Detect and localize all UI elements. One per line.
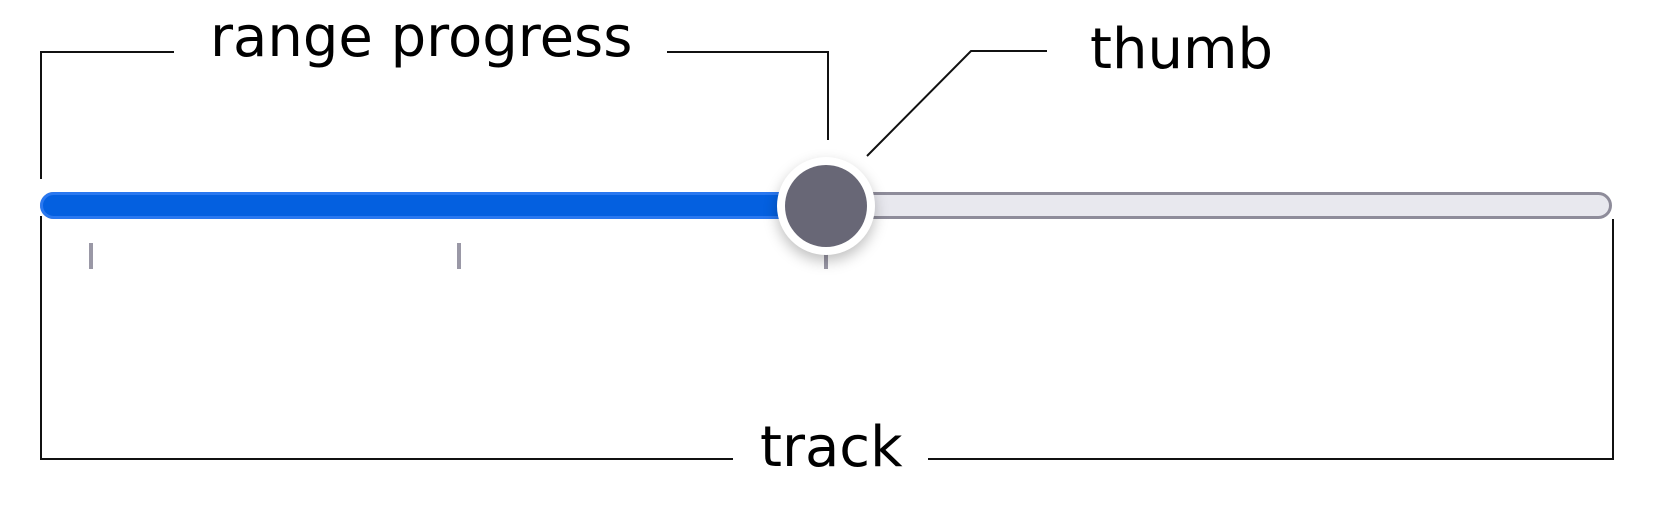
- track-bracket-left: [40, 216, 42, 459]
- slider-range-progress: [40, 192, 836, 219]
- slider-tick: [457, 243, 461, 269]
- slider-tick: [89, 243, 93, 269]
- range-progress-bracket-left: [40, 51, 42, 179]
- track-bracket-right: [1612, 219, 1614, 460]
- track-bracket-bottom-left: [40, 458, 733, 460]
- track-bracket-bottom-right: [928, 458, 1614, 460]
- range-progress-bracket-right: [827, 51, 829, 140]
- range-progress-bracket-top-right: [667, 51, 828, 53]
- slider-tick: [824, 243, 828, 269]
- slider-thumb[interactable]: [777, 157, 875, 255]
- slider-thumb-knob: [785, 165, 867, 247]
- range-progress-label: range progress: [210, 5, 633, 70]
- track-label: track: [760, 415, 903, 480]
- range-progress-bracket-top-left: [40, 51, 174, 53]
- thumb-label: thumb: [1090, 17, 1274, 82]
